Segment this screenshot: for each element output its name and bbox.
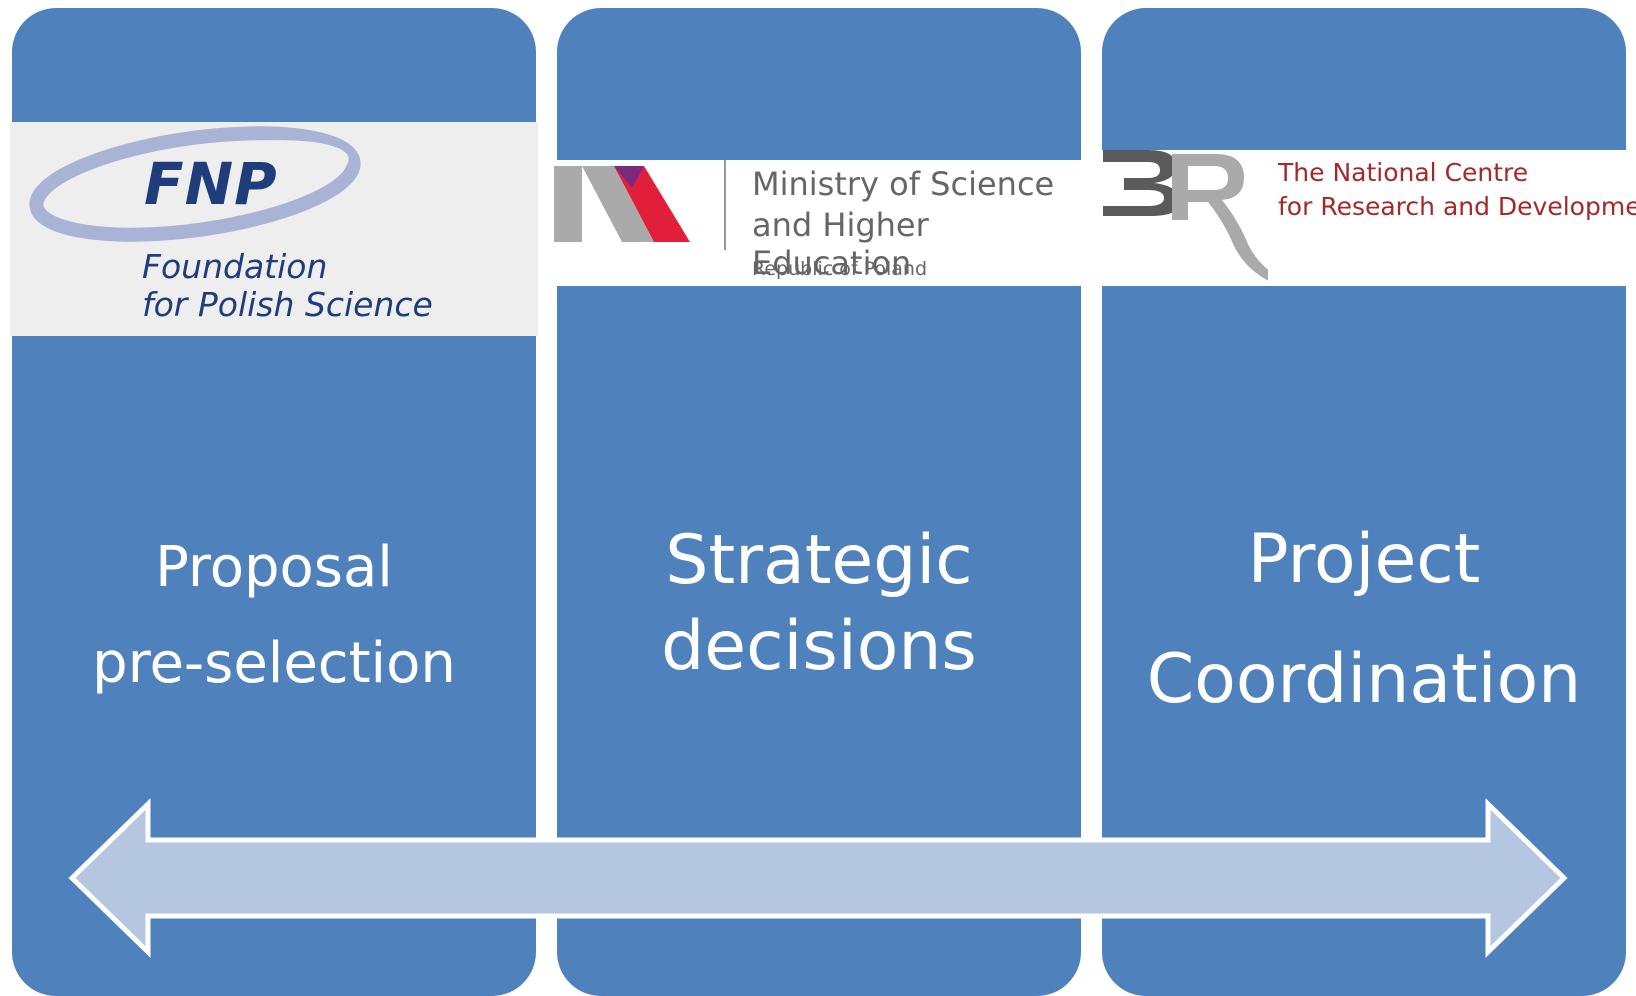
project-coordination-label: Project Coordination xyxy=(1102,500,1626,740)
ministry-name-line-2: and Higher Education xyxy=(752,206,929,282)
ministry-emblem-icon xyxy=(554,166,690,242)
proposal-label-line-2: pre-selection xyxy=(92,631,456,696)
double-arrow-shape xyxy=(68,798,1568,958)
ministry-country: Republic of Poland xyxy=(752,258,928,280)
fnp-title: FNP xyxy=(144,150,278,218)
ncbr-emblem-icon xyxy=(1103,150,1268,281)
coordination-label-line-1: Project xyxy=(1247,520,1481,599)
strategic-label-line-1: Strategic xyxy=(665,521,973,600)
coordination-label-line-2: Coordination xyxy=(1146,640,1582,719)
fnp-subtitle: Foundation for Polish Science xyxy=(142,248,433,324)
ministry-name-line-1: Ministry of Science xyxy=(752,165,1055,203)
fnp-logo: FNP Foundation for Polish Science xyxy=(10,122,538,336)
ministry-logo: Ministry of Science and Higher Education… xyxy=(552,160,1088,286)
strategic-decisions-label: Strategic decisions xyxy=(557,518,1081,690)
ministry-divider xyxy=(724,160,726,250)
ncbr-logo: The National Centre for Research and Dev… xyxy=(1098,150,1636,286)
fnp-subtitle-line-2: for Polish Science xyxy=(142,285,433,324)
strategic-label-line-2: decisions xyxy=(661,607,977,686)
fnp-swoosh-icon xyxy=(29,126,361,242)
proposal-preselection-label: Proposal pre-selection xyxy=(12,520,536,712)
fnp-subtitle-line-1: Foundation xyxy=(142,247,328,286)
ncbr-name-line-2: for Research and Development xyxy=(1278,192,1636,221)
ncbr-name-line-1: The National Centre xyxy=(1278,158,1529,187)
proposal-label-line-1: Proposal xyxy=(155,535,393,600)
